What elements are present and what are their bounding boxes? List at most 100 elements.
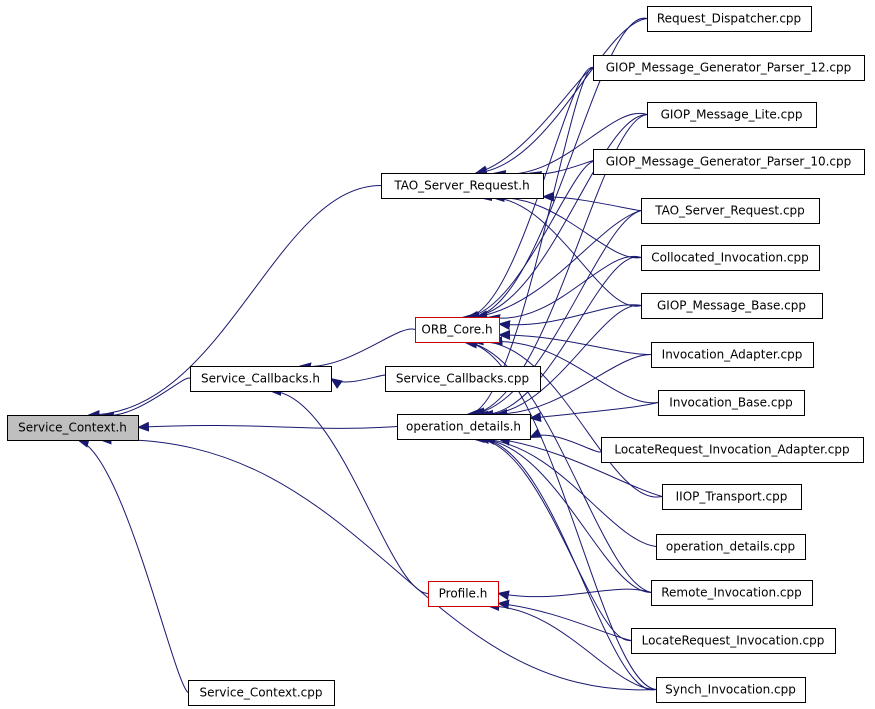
edge-tao-server-request-cpp-to-operation-details-h [472, 210, 642, 418]
node-label-giop-message-lite-cpp: GIOP_Message_Lite.cpp [661, 108, 803, 122]
node-profile-h[interactable]: Profile.h [428, 581, 499, 607]
node-label-operation-details-cpp: operation_details.cpp [666, 540, 795, 554]
node-service-callbacks-cpp[interactable]: Service_Callbacks.cpp [385, 366, 541, 392]
edge-giop-message-lite-cpp-to-operation-details-h [469, 114, 648, 419]
node-label-service-callbacks-cpp: Service_Callbacks.cpp [396, 372, 529, 386]
node-box-request-dispatcher-cpp [647, 6, 812, 32]
node-giop-message-base-cpp[interactable]: GIOP_Message_Base.cpp [641, 293, 823, 319]
edge-layer [76, 17, 663, 693]
edge-invocation-adapter-cpp-to-operation-details-h [495, 354, 652, 419]
edge-locaterequest-invocation-cpp-to-operation-details-h [472, 433, 632, 642]
node-tao-server-request-h[interactable]: TAO_Server_Request.h [381, 173, 544, 199]
node-collocated-invocation-cpp[interactable]: Collocated_Invocation.cpp [641, 245, 820, 271]
node-service-context-h[interactable]: Service_Context.h [7, 415, 139, 441]
edge-service-callbacks-cpp-to-service-callbacks-h [330, 374, 388, 389]
edge-service-context-cpp-to-service-context-h [76, 438, 189, 693]
node-label-service-context-cpp: Service_Context.cpp [199, 686, 322, 700]
node-synch-invocation-cpp[interactable]: Synch_Invocation.cpp [656, 677, 806, 703]
node-label-iiop-transport-cpp: IIOP_Transport.cpp [676, 490, 788, 504]
node-box-service-context-h [7, 415, 139, 441]
node-label-request-dispatcher-cpp: Request_Dispatcher.cpp [657, 12, 801, 26]
node-remote-invocation-cpp[interactable]: Remote_Invocation.cpp [651, 580, 813, 606]
node-label-invocation-base-cpp: Invocation_Base.cpp [669, 396, 792, 410]
node-box-giop-message-lite-cpp [647, 102, 817, 128]
edge-invocation-base-cpp-to-operation-details-h [529, 402, 659, 423]
node-box-synch-invocation-cpp [656, 677, 806, 703]
edge-tao-server-request-cpp-to-orb-core-h [475, 210, 642, 321]
edge-locaterequest-invocation-cpp-to-profile-h [497, 599, 632, 641]
edge-giop-message-base-cpp-to-orb-core-h [498, 304, 642, 331]
node-operation-details-cpp[interactable]: operation_details.cpp [656, 534, 806, 560]
node-box-locaterequest-invocation-cpp [631, 628, 836, 654]
node-label-tao-server-request-h: TAO_Server_Request.h [393, 179, 529, 193]
edge-orb-core-h-to-service-callbacks-h [298, 328, 416, 373]
edge-remote-invocation-cpp-to-profile-h [497, 588, 652, 601]
node-giop-message-lite-cpp[interactable]: GIOP_Message_Lite.cpp [647, 102, 817, 128]
edge-collocated-invocation-cpp-to-orb-core-h [487, 255, 642, 324]
node-label-giop-message-base-cpp: GIOP_Message_Base.cpp [657, 299, 806, 313]
node-box-giop-message-generator-parser-12-cpp [593, 55, 865, 81]
node-box-service-callbacks-cpp [385, 366, 541, 392]
edge-giop-message-generator-parser-12-cpp-to-operation-details-h [467, 67, 594, 419]
node-request-dispatcher-cpp[interactable]: Request_Dispatcher.cpp [647, 6, 812, 32]
node-box-operation-details-cpp [656, 534, 806, 560]
node-tao-server-request-cpp[interactable]: TAO_Server_Request.cpp [641, 198, 820, 224]
node-box-invocation-adapter-cpp [651, 342, 814, 368]
node-box-giop-message-generator-parser-10-cpp [593, 149, 865, 175]
node-label-invocation-adapter-cpp: Invocation_Adapter.cpp [662, 348, 803, 362]
node-box-profile-h [428, 581, 499, 607]
node-invocation-adapter-cpp[interactable]: Invocation_Adapter.cpp [651, 342, 814, 368]
node-invocation-base-cpp[interactable]: Invocation_Base.cpp [658, 390, 805, 416]
node-box-locaterequest-invocation-adapter-cpp [601, 437, 864, 463]
node-operation-details-h[interactable]: operation_details.h [397, 414, 531, 440]
edge-giop-message-generator-parser-10-cpp-to-tao-server-request-h [529, 160, 595, 181]
node-locaterequest-invocation-adapter-cpp[interactable]: LocateRequest_Invocation_Adapter.cpp [601, 437, 864, 463]
node-box-giop-message-base-cpp [641, 293, 823, 319]
edge-locaterequest-invocation-adapter-cpp-to-operation-details-h [529, 428, 602, 453]
edge-synch-invocation-cpp-to-operation-details-h [471, 432, 657, 691]
node-locaterequest-invocation-cpp[interactable]: LocateRequest_Invocation.cpp [631, 628, 836, 654]
node-label-collocated-invocation-cpp: Collocated_Invocation.cpp [651, 251, 809, 265]
edge-request-dispatcher-cpp-to-orb-core-h [463, 17, 648, 324]
node-label-profile-h: Profile.h [439, 587, 488, 601]
edge-profile-h-to-service-callbacks-h [269, 386, 429, 594]
edge-iiop-transport-cpp-to-operation-details-h [497, 435, 663, 497]
node-label-locaterequest-invocation-adapter-cpp: LocateRequest_Invocation_Adapter.cpp [614, 443, 849, 457]
edge-tao-server-request-cpp-to-tao-server-request-h [542, 191, 642, 211]
node-giop-message-generator-parser-10-cpp[interactable]: GIOP_Message_Generator_Parser_10.cpp [593, 149, 865, 175]
node-iiop-transport-cpp[interactable]: IIOP_Transport.cpp [662, 484, 802, 510]
edge-invocation-adapter-cpp-to-orb-core-h [498, 329, 652, 355]
edge-synch-invocation-cpp-to-profile-h [487, 601, 657, 690]
edge-operation-details-h-to-service-context-h [137, 421, 398, 432]
edge-service-callbacks-h-to-service-context-h [101, 377, 191, 422]
node-box-operation-details-h [397, 414, 531, 440]
node-orb-core-h[interactable]: ORB_Core.h [415, 317, 500, 343]
node-label-service-context-h: Service_Context.h [18, 421, 127, 435]
edge-giop-message-base-cpp-to-tao-server-request-h [479, 191, 642, 307]
edge-remote-invocation-cpp-to-orb-core-h [465, 338, 652, 593]
node-label-synch-invocation-cpp: Synch_Invocation.cpp [665, 683, 796, 697]
edge-operation-details-cpp-to-operation-details-h [482, 434, 657, 547]
node-label-orb-core-h: ORB_Core.h [421, 323, 492, 337]
edge-giop-message-lite-cpp-to-orb-core-h [467, 114, 648, 322]
node-service-context-cpp[interactable]: Service_Context.cpp [188, 680, 335, 706]
node-box-orb-core-h [415, 317, 500, 343]
node-giop-message-generator-parser-12-cpp[interactable]: GIOP_Message_Generator_Parser_12.cpp [593, 55, 865, 81]
node-label-tao-server-request-cpp: TAO_Server_Request.cpp [654, 204, 805, 218]
edge-invocation-base-cpp-to-orb-core-h [490, 336, 659, 404]
node-label-giop-message-generator-parser-12-cpp: GIOP_Message_Generator_Parser_12.cpp [606, 61, 852, 75]
node-service-callbacks-h[interactable]: Service_Callbacks.h [190, 366, 332, 392]
node-box-remote-invocation-cpp [651, 580, 813, 606]
node-box-iiop-transport-cpp [662, 484, 802, 510]
edge-tao-server-request-h-to-service-context-h [87, 185, 382, 420]
edge-remote-invocation-cpp-to-operation-details-h [476, 434, 652, 593]
node-box-tao-server-request-h [381, 173, 544, 199]
edge-synch-invocation-cpp-to-orb-core-h [462, 337, 657, 690]
edge-synch-invocation-cpp-to-service-context-h [99, 434, 657, 691]
node-label-giop-message-generator-parser-10-cpp: GIOP_Message_Generator_Parser_10.cpp [606, 155, 852, 169]
edge-giop-message-generator-parser-12-cpp-to-tao-server-request-h [474, 67, 594, 176]
node-box-tao-server-request-cpp [641, 198, 820, 224]
node-box-service-callbacks-h [190, 366, 332, 392]
